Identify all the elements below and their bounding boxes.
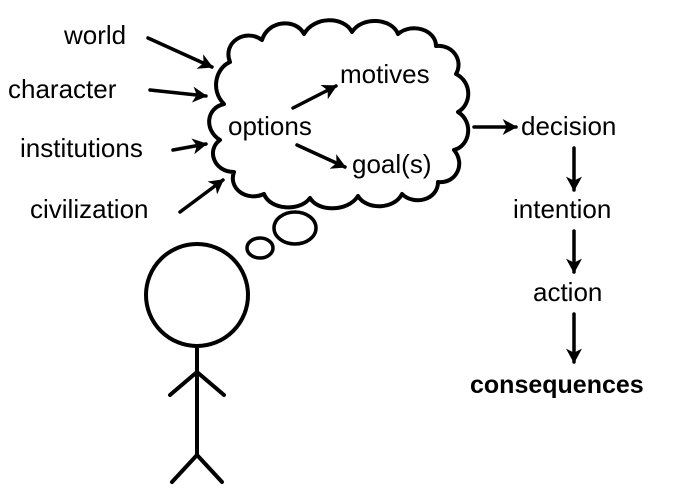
stick-figure bbox=[144, 242, 250, 484]
label-action: action bbox=[533, 277, 602, 307]
arrow-options-to-motives bbox=[291, 84, 338, 110]
thought-bubble-large bbox=[272, 210, 318, 246]
arrow-civilization-to-cloud bbox=[178, 178, 225, 214]
label-intention: intention bbox=[513, 194, 611, 224]
label-goals: goal(s) bbox=[352, 149, 431, 179]
label-decision: decision bbox=[521, 111, 616, 141]
stick-figure-right-leg bbox=[195, 453, 224, 484]
label-motives: motives bbox=[340, 59, 430, 89]
label-institutions: institutions bbox=[20, 133, 143, 163]
arrow-options-to-goals bbox=[295, 143, 347, 169]
arrow-world-to-cloud bbox=[146, 36, 214, 69]
thought-cloud bbox=[207, 18, 471, 211]
label-civilization: civilization bbox=[30, 194, 149, 224]
stick-figure-left-arm bbox=[168, 370, 199, 397]
label-options: options bbox=[228, 111, 312, 141]
label-character: character bbox=[8, 74, 117, 104]
stick-figure-left-leg bbox=[170, 453, 199, 484]
label-consequences: consequences bbox=[470, 371, 644, 399]
label-world: world bbox=[63, 20, 126, 50]
stick-figure-right-arm bbox=[195, 370, 226, 397]
arrow-institutions-to-cloud bbox=[171, 138, 208, 155]
arrow-character-to-cloud bbox=[148, 86, 208, 103]
thought-bubble-small bbox=[245, 236, 275, 260]
stick-figure-head bbox=[144, 242, 250, 348]
